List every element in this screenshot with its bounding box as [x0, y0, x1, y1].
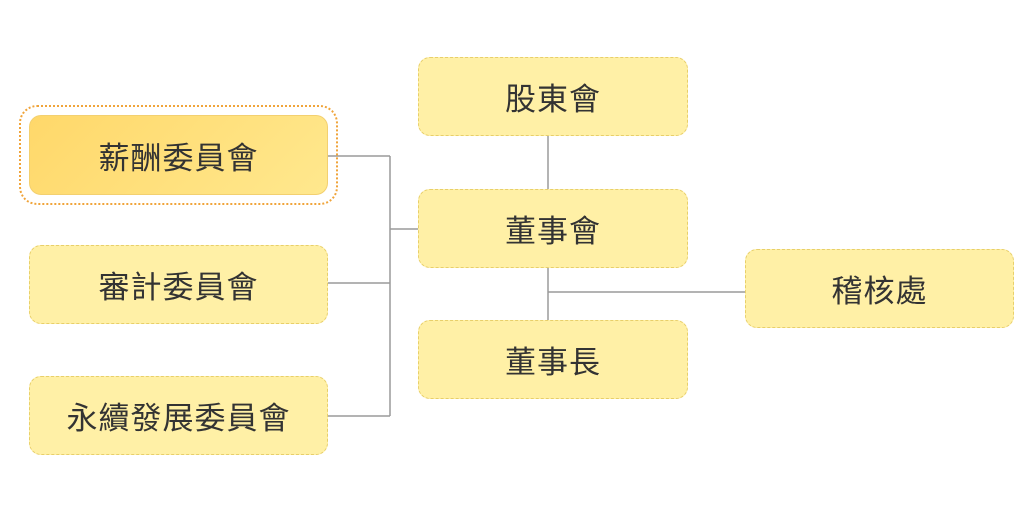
node-shareholders-meeting[interactable]: 股東會: [418, 57, 688, 136]
node-board-of-directors[interactable]: 董事會: [418, 189, 688, 268]
node-sustainability-committee[interactable]: 永續發展委員會: [29, 376, 328, 455]
node-audit-committee[interactable]: 審計委員會: [29, 245, 328, 324]
node-chairman[interactable]: 董事長: [418, 320, 688, 399]
node-compensation-committee[interactable]: 薪酬委員會: [29, 115, 328, 195]
node-audit-office[interactable]: 稽核處: [745, 249, 1014, 328]
selection-ring: [19, 105, 338, 205]
